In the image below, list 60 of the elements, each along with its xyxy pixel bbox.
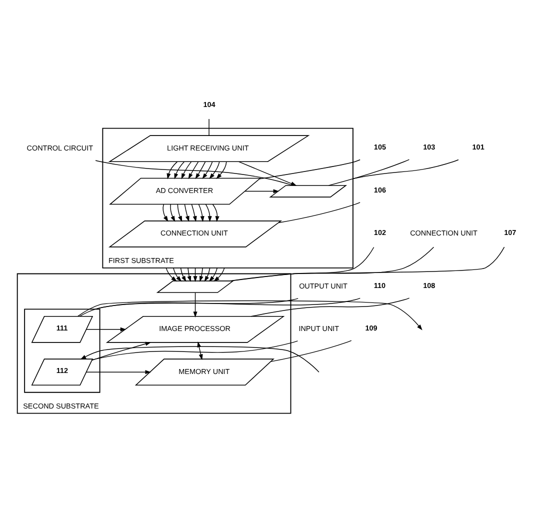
arrow bbox=[166, 160, 178, 179]
arrow bbox=[170, 204, 176, 222]
arrow bbox=[198, 204, 204, 222]
connector bbox=[278, 202, 360, 223]
arrow bbox=[184, 204, 190, 222]
connector bbox=[290, 246, 374, 274]
arrow bbox=[205, 204, 212, 222]
connector bbox=[229, 246, 505, 281]
node-bar bbox=[269, 184, 348, 197]
node-bar bbox=[156, 280, 234, 292]
connector bbox=[259, 158, 360, 179]
node-text: CONTROL CIRCUIT bbox=[26, 142, 94, 152]
node-text: 105 bbox=[374, 142, 386, 152]
node-text: CONNECTION UNIT bbox=[410, 228, 478, 238]
node-text: 107 bbox=[504, 228, 516, 237]
arrow bbox=[193, 292, 198, 317]
arrow bbox=[195, 160, 206, 179]
arrow bbox=[180, 267, 186, 282]
arrow bbox=[238, 160, 297, 186]
node-text: 106 bbox=[374, 184, 386, 194]
arrow bbox=[191, 204, 197, 222]
arrow bbox=[166, 267, 177, 282]
arrow bbox=[181, 160, 192, 179]
node-text: 104 bbox=[203, 100, 216, 108]
connector bbox=[208, 118, 210, 136]
arrow bbox=[174, 160, 185, 179]
arrow bbox=[202, 160, 213, 179]
arrow bbox=[214, 267, 225, 282]
arrow bbox=[204, 267, 210, 282]
arrow bbox=[162, 204, 168, 222]
arrow bbox=[92, 341, 152, 360]
arrow bbox=[212, 204, 220, 222]
connector bbox=[95, 160, 294, 186]
arrow bbox=[188, 160, 199, 179]
arrow bbox=[244, 188, 280, 193]
arrow bbox=[77, 300, 422, 330]
arrow bbox=[86, 326, 126, 331]
node-text: 109 bbox=[365, 323, 378, 332]
connector bbox=[95, 297, 360, 310]
node-text: 101 bbox=[472, 142, 484, 152]
connector bbox=[250, 297, 410, 316]
arrow bbox=[86, 370, 152, 374]
node-text: 110 bbox=[374, 280, 386, 290]
connector bbox=[79, 298, 298, 316]
node-text: 102 bbox=[374, 228, 386, 237]
arrow bbox=[173, 267, 182, 282]
arrow bbox=[199, 267, 204, 282]
arrow bbox=[187, 267, 192, 282]
connector bbox=[270, 340, 352, 362]
node-text: 103 bbox=[423, 142, 436, 152]
connector bbox=[230, 246, 434, 281]
arrow bbox=[177, 204, 182, 222]
node-text: 108 bbox=[423, 280, 436, 290]
node-text: INPUT UNIT bbox=[298, 324, 340, 333]
connector bbox=[352, 158, 459, 179]
arrow bbox=[208, 267, 218, 282]
node-text: OUTPUT UNIT bbox=[299, 281, 348, 290]
connector bbox=[328, 158, 410, 186]
arrow bbox=[216, 160, 227, 178]
arrow bbox=[209, 160, 220, 179]
